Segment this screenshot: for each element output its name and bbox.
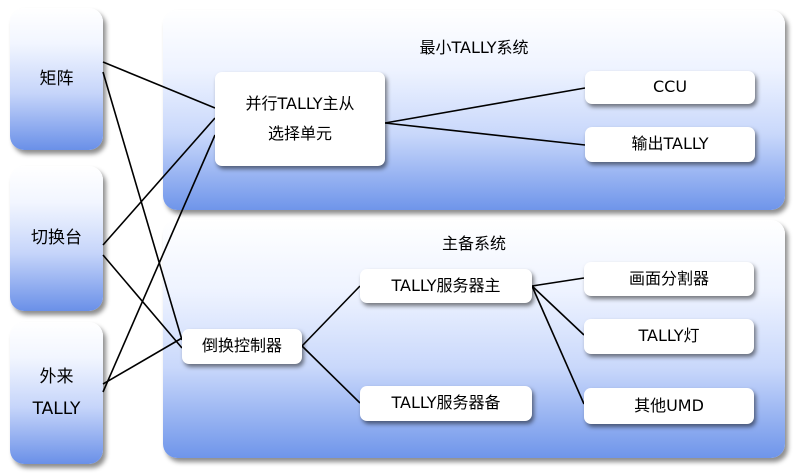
parallel-unit-label-line2: 选择单元 [267, 124, 332, 143]
line-main-to-umd [531, 285, 585, 405]
failover-controller-label: 倒换控制器 [201, 336, 282, 356]
ccu-label: CCU [652, 77, 688, 97]
line-matrix-to-failover [102, 71, 183, 341]
tally-server-main-label: TALLY服务器主 [391, 275, 501, 295]
line-main-to-multiviewer [531, 277, 585, 287]
output-tally-label: 输出TALLY [631, 134, 709, 154]
tally-server-backup-box: TALLY服务器备 [360, 386, 532, 421]
other-umd-label: 其他UMD [634, 395, 704, 415]
line-external-to-failover [102, 337, 183, 385]
switcher-node: 切换台 [10, 166, 103, 311]
line-switcher-to-parallel [102, 117, 216, 246]
line-switcher-to-failover [102, 254, 183, 349]
switcher-label: 切换台 [31, 228, 82, 249]
line-failover-to-backup [301, 345, 361, 404]
tally-server-backup-label: TALLY服务器备 [391, 393, 501, 413]
external-label-line1: 外来 [39, 366, 74, 387]
line-parallel-to-output [384, 122, 586, 146]
min-tally-system-title: 最小TALLY系统 [419, 38, 529, 57]
output-tally-box: 输出TALLY [585, 127, 755, 162]
ccu-box: CCU [585, 71, 755, 104]
other-umd-box: 其他UMD [584, 388, 754, 424]
line-matrix-to-parallel [102, 61, 216, 109]
main-backup-system-title: 主备系统 [441, 234, 506, 253]
failover-controller-box: 倒换控制器 [182, 329, 302, 364]
tally-server-main-box: TALLY服务器主 [360, 269, 532, 303]
matrix-label: 矩阵 [39, 68, 74, 89]
tally-light-label: TALLY灯 [638, 326, 700, 346]
tally-light-box: TALLY灯 [584, 319, 754, 354]
matrix-node: 矩阵 [10, 8, 103, 150]
external-tally-node: 外来 TALLY [10, 322, 103, 464]
multiviewer-box: 画面分割器 [584, 262, 754, 296]
line-failover-to-main [301, 285, 361, 347]
parallel-master-slave-unit: 并行TALLY主从 选择单元 [215, 72, 385, 166]
external-label-line2: TALLY [32, 399, 81, 419]
multiviewer-label: 画面分割器 [628, 268, 709, 288]
line-parallel-to-ccu [384, 87, 586, 124]
parallel-unit-label-line1: 并行TALLY主从 [245, 93, 355, 113]
line-main-to-tally-light [531, 285, 585, 336]
